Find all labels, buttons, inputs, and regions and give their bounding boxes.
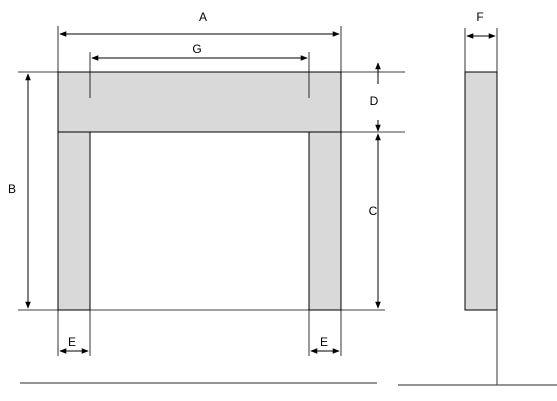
dimension-e-left	[57, 310, 91, 356]
dimension-d	[341, 62, 405, 133]
label-e-right: E	[320, 335, 328, 349]
top-header-beam	[57, 71, 342, 133]
label-e-left: E	[68, 335, 76, 349]
label-d: D	[370, 94, 379, 108]
front-view	[57, 71, 342, 311]
side-view	[464, 28, 498, 385]
side-profile	[464, 71, 498, 311]
right-leg	[308, 131, 342, 311]
label-f: F	[476, 10, 483, 24]
dimension-b	[18, 71, 58, 311]
label-b: B	[8, 182, 16, 196]
label-g: G	[192, 42, 201, 56]
label-c: C	[369, 204, 378, 218]
left-leg	[57, 131, 91, 311]
dimension-c	[341, 133, 385, 311]
dimension-g	[89, 52, 310, 98]
dimension-e-right	[308, 310, 342, 356]
label-a: A	[199, 10, 207, 24]
dimension-a	[57, 26, 342, 72]
